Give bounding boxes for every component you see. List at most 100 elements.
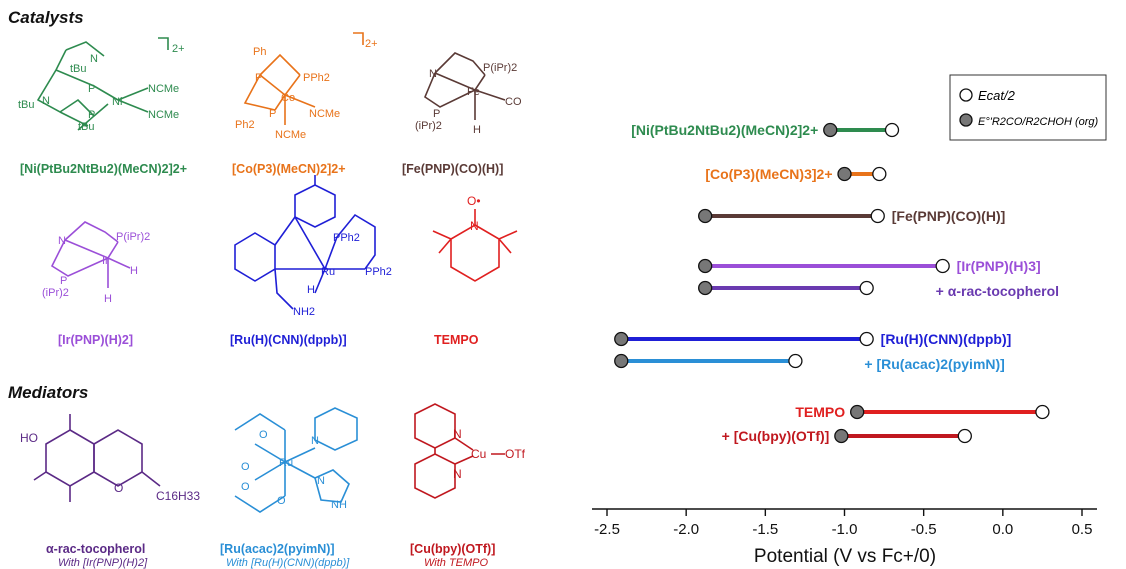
point-e-org bbox=[834, 428, 849, 444]
series-label: [Ru(H)(CNN)(dppb)] bbox=[881, 331, 1012, 347]
svg-text:C16H33: C16H33 bbox=[156, 489, 200, 503]
svg-text:NCMe: NCMe bbox=[275, 129, 306, 141]
svg-text:N: N bbox=[429, 68, 437, 80]
mediator-label-cu: [Cu(bpy)(OTf)] bbox=[410, 542, 496, 556]
catalyst-label-ni: [Ni(PtBu2NtBu2)(MeCN)2]2+ bbox=[20, 162, 188, 176]
ru-acac-structure: O O Ru N O O N NH bbox=[234, 407, 358, 513]
svg-text:PPh2: PPh2 bbox=[303, 72, 330, 84]
mediator-label-ruacac: [Ru(acac)2(pyimN)] bbox=[220, 542, 335, 556]
mediator-sublabel-ruacac: With [Ru(H)(CNN)(dppb)] bbox=[226, 557, 350, 569]
point-e-org bbox=[698, 258, 713, 274]
catalyst-label-ir: [Ir(PNP)(H)2] bbox=[58, 333, 133, 347]
series-label: [Fe(PNP)(CO)(H)] bbox=[892, 208, 1006, 224]
svg-text:Ph2: Ph2 bbox=[235, 119, 255, 131]
svg-text:CO: CO bbox=[505, 96, 522, 108]
x-tick-label: -2.5 bbox=[594, 521, 620, 538]
svg-text:O: O bbox=[277, 495, 286, 507]
svg-text:H: H bbox=[473, 124, 481, 136]
svg-text:N: N bbox=[90, 53, 98, 65]
svg-text:2+: 2+ bbox=[172, 43, 185, 55]
svg-text:O: O bbox=[259, 429, 268, 441]
svg-text:Ni: Ni bbox=[112, 96, 122, 108]
point-e-cat2 bbox=[1035, 404, 1050, 420]
fe-catalyst-structure: N P(iPr)2 Fe P (iPr)2 CO H bbox=[415, 52, 522, 136]
svg-text:NCMe: NCMe bbox=[309, 108, 340, 120]
legend-label-ecat: Ecat/2 bbox=[978, 88, 1016, 103]
svg-text:P: P bbox=[88, 109, 95, 121]
series-label: [Ir(PNP)(H)3] bbox=[957, 258, 1041, 274]
legend-label-eorg: E°'R2CO/R2CHOH (org) bbox=[978, 116, 1099, 128]
svg-text:N: N bbox=[311, 435, 319, 447]
svg-text:(iPr)2: (iPr)2 bbox=[42, 287, 69, 299]
svg-text:HO: HO bbox=[20, 431, 38, 445]
svg-text:2+: 2+ bbox=[365, 38, 378, 50]
svg-text:PPh2: PPh2 bbox=[333, 232, 360, 244]
svg-text:P: P bbox=[88, 83, 95, 95]
legend-open-marker bbox=[959, 88, 973, 102]
cu-bpy-structure: N Cu OTf N bbox=[414, 403, 526, 499]
svg-text:N: N bbox=[453, 467, 462, 481]
svg-text:P: P bbox=[269, 108, 276, 120]
svg-text:(iPr)2: (iPr)2 bbox=[415, 120, 442, 132]
svg-text:Co: Co bbox=[281, 92, 295, 104]
svg-text:H: H bbox=[104, 293, 112, 305]
legend: Ecat/2 E°'R2CO/R2CHOH (org) bbox=[949, 74, 1107, 141]
svg-text:H: H bbox=[307, 284, 315, 296]
catalyst-label-ru: [Ru(H)(CNN)(dppb)] bbox=[230, 333, 347, 347]
svg-text:Cu: Cu bbox=[471, 447, 486, 461]
series-label: + [Cu(bpy)(OTf)] bbox=[722, 428, 830, 444]
svg-text:P: P bbox=[60, 275, 67, 287]
x-tick-label: 0.5 bbox=[1072, 521, 1093, 538]
series-label: + [Ru(acac)2(pyimN)] bbox=[864, 356, 1004, 372]
series-label: TEMPO bbox=[795, 404, 845, 420]
svg-text:P: P bbox=[433, 108, 440, 120]
x-tick-label: -2.0 bbox=[673, 521, 699, 538]
svg-text:O: O bbox=[241, 481, 250, 493]
svg-text:OTf: OTf bbox=[505, 447, 526, 461]
point-e-cat2 bbox=[884, 122, 900, 138]
svg-text:Ph: Ph bbox=[253, 46, 266, 58]
svg-text:Ru: Ru bbox=[279, 457, 293, 469]
catalyst-label-tempo: TEMPO bbox=[434, 333, 479, 347]
point-e-org bbox=[614, 331, 629, 347]
svg-text:N: N bbox=[317, 475, 325, 487]
svg-text:H: H bbox=[130, 265, 138, 277]
svg-text:N: N bbox=[453, 427, 462, 441]
svg-text:N: N bbox=[470, 219, 479, 233]
svg-text:Fe: Fe bbox=[467, 86, 480, 98]
svg-text:O: O bbox=[114, 481, 123, 495]
section-title-mediators: Mediators bbox=[8, 383, 89, 402]
point-e-org bbox=[614, 353, 629, 369]
point-e-cat2 bbox=[859, 280, 874, 296]
point-e-cat2 bbox=[788, 353, 803, 369]
x-tick-label: -1.0 bbox=[832, 521, 858, 538]
point-e-org bbox=[698, 280, 713, 296]
section-title-catalysts: Catalysts bbox=[8, 8, 84, 27]
legend-filled-marker bbox=[959, 113, 973, 127]
catalyst-label-co: [Co(P3)(MeCN)2]2+ bbox=[232, 162, 346, 176]
svg-text:Ru: Ru bbox=[321, 266, 335, 278]
point-e-cat2 bbox=[935, 258, 950, 274]
series-label: [Co(P3)(MeCN)3]2+ bbox=[705, 166, 832, 182]
series-label: + α-rac-tocopherol bbox=[936, 283, 1059, 299]
point-e-org bbox=[837, 166, 852, 182]
svg-text:tBu: tBu bbox=[70, 63, 87, 75]
mediator-sublabel-cu: With TEMPO bbox=[424, 557, 489, 569]
svg-text:O•: O• bbox=[467, 194, 481, 208]
svg-text:NH: NH bbox=[331, 499, 347, 511]
point-e-org bbox=[850, 404, 865, 420]
co-catalyst-structure: Ph P PPh2 Co P Ph2 NCMe NCMe 2+ bbox=[235, 32, 378, 141]
svg-text:NH2: NH2 bbox=[293, 306, 315, 318]
svg-text:P: P bbox=[255, 72, 262, 84]
point-e-cat2 bbox=[872, 166, 887, 182]
x-tick-label: -0.5 bbox=[911, 521, 937, 538]
svg-text:N: N bbox=[42, 95, 50, 107]
svg-text:tBu: tBu bbox=[78, 121, 95, 133]
mediator-sublabel-tocopherol: With [Ir(PNP)(H)2] bbox=[58, 557, 148, 569]
mediator-label-tocopherol: α-rac-tocopherol bbox=[46, 542, 146, 556]
ir-catalyst-structure: N P(iPr)2 Ir P (iPr)2 H H bbox=[42, 221, 150, 305]
series-label: [Ni(PtBu2NtBu2)(MeCN)2]2+ bbox=[631, 122, 818, 138]
point-e-org bbox=[823, 122, 838, 138]
